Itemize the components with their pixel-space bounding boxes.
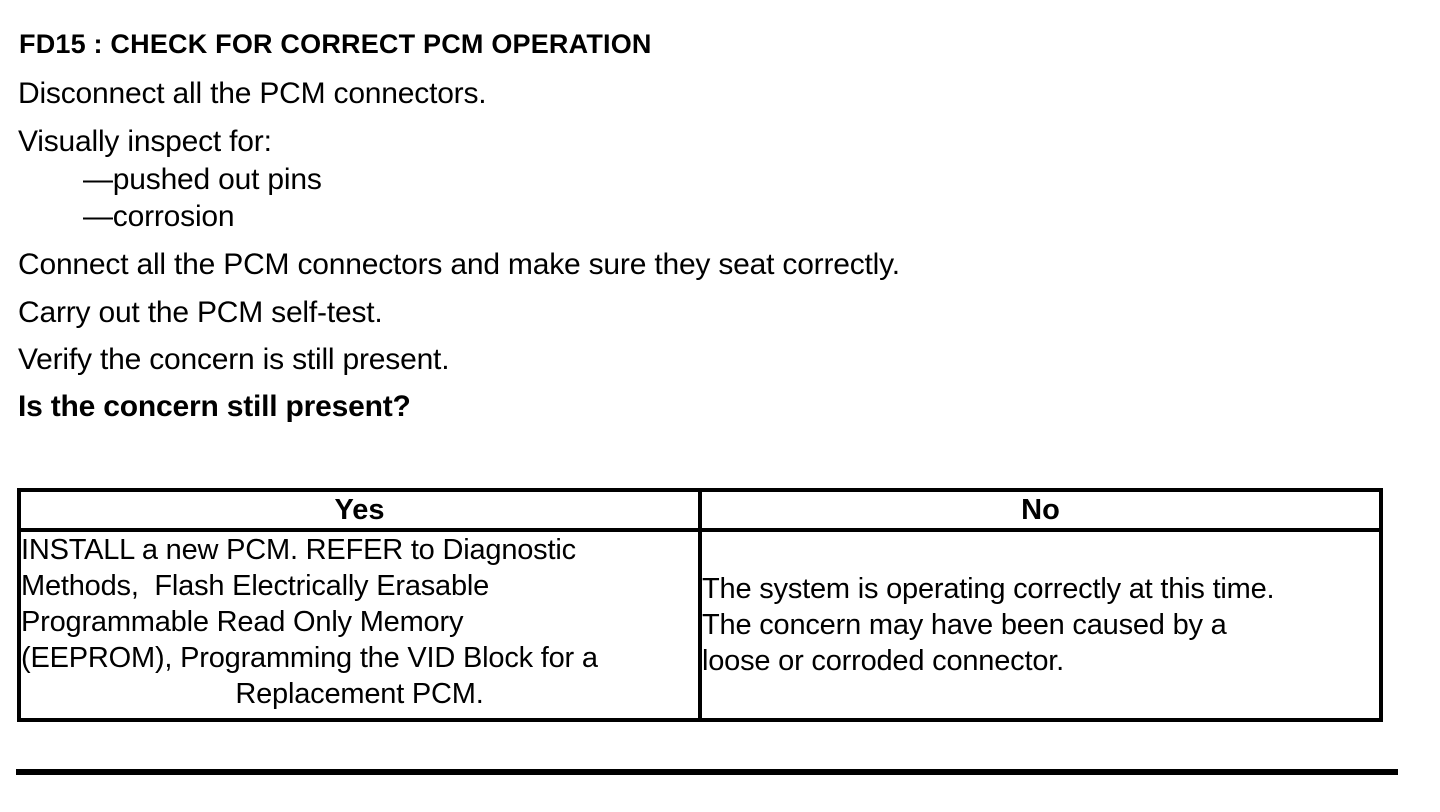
pinpoint-test-title: FD15 : CHECK FOR CORRECT PCM OPERATION [19, 29, 652, 59]
results-table: Yes No INSTALL a new PCM. REFER to Diagn… [17, 488, 1383, 722]
step-pcm-self-test: Carry out the PCM self-test. [18, 296, 383, 329]
results-header-row: Yes No [17, 488, 1383, 532]
decision-question: Is the concern still present? [18, 390, 411, 423]
yes-action-text-last-line: Replacement PCM. [235, 678, 484, 710]
yes-action-cell: INSTALL a new PCM. REFER to Diagnostic M… [17, 528, 702, 722]
page-bottom-rule [16, 769, 1398, 775]
inspect-item-corrosion: —corrosion [83, 200, 235, 233]
inspect-item-pushed-out-pins: —pushed out pins [83, 163, 322, 196]
step-verify-concern: Verify the concern is still present. [18, 343, 450, 376]
no-action-cell: The system is operating correctly at thi… [698, 528, 1383, 722]
yes-action-text: INSTALL a new PCM. REFER to Diagnostic M… [21, 534, 598, 674]
no-action-text: The system is operating correctly at thi… [702, 573, 1275, 677]
step-connect-connectors: Connect all the PCM connectors and make … [18, 248, 900, 281]
step-visually-inspect: Visually inspect for: [18, 125, 272, 158]
yes-header-cell: Yes [17, 488, 702, 532]
results-body-row: INSTALL a new PCM. REFER to Diagnostic M… [17, 528, 1383, 722]
no-header-cell: No [698, 488, 1383, 532]
step-disconnect-connectors: Disconnect all the PCM connectors. [18, 77, 487, 110]
